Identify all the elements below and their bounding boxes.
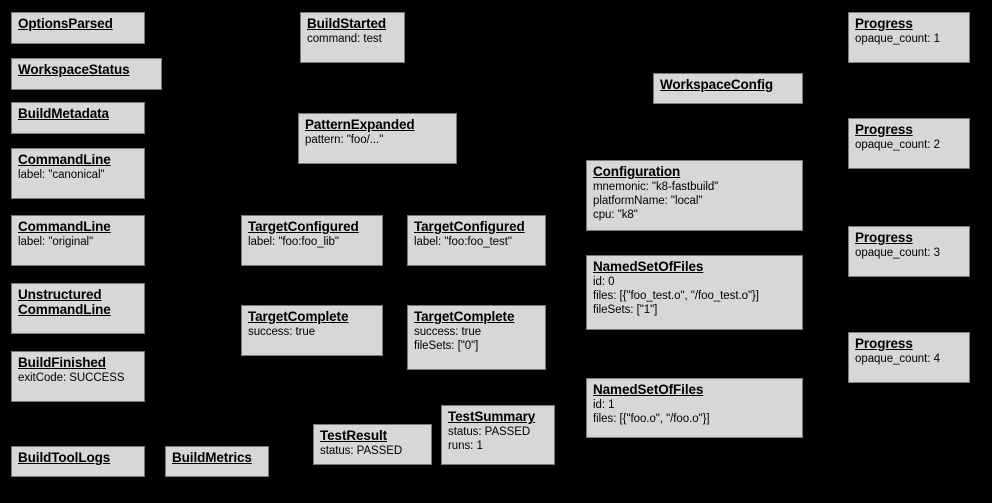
node-title: PatternExpanded	[305, 117, 415, 132]
node-target-complete-test[interactable]: TargetComplete success: true fileSets: ["…	[407, 305, 546, 370]
node-target-complete-lib[interactable]: TargetComplete success: true	[241, 305, 383, 356]
node-title: BuildStarted	[307, 16, 387, 31]
node-fields: id: 1 files: [{"foo.o", "/foo.o"}]	[593, 399, 710, 425]
node-title: Configuration	[593, 164, 681, 179]
node-fields: exitCode: SUCCESS	[18, 372, 125, 384]
node-build-metadata[interactable]: BuildMetadata	[11, 102, 145, 134]
node-fields: opaque_count: 1	[855, 33, 940, 45]
node-title: Unstructured CommandLine	[18, 287, 111, 317]
node-fields: label: "foo:foo_lib"	[248, 236, 339, 248]
node-unstructured-command-line[interactable]: Unstructured CommandLine	[11, 283, 145, 334]
node-title: TargetConfigured	[414, 219, 525, 234]
node-test-result[interactable]: TestResult status: PASSED	[313, 424, 432, 465]
node-title: BuildMetrics	[172, 450, 252, 465]
node-build-metrics[interactable]: BuildMetrics	[165, 446, 269, 477]
node-title: CommandLine	[18, 219, 111, 234]
node-target-configured-foo-lib[interactable]: TargetConfigured label: "foo:foo_lib"	[241, 215, 383, 266]
node-title: BuildToolLogs	[18, 450, 111, 465]
node-title: TargetConfigured	[248, 219, 359, 234]
node-fields: label: "canonical"	[18, 169, 105, 181]
node-title: WorkspaceStatus	[18, 62, 130, 77]
node-fields: status: PASSED runs: 1	[448, 426, 531, 452]
node-command-line-original[interactable]: CommandLine label: "original"	[11, 215, 145, 266]
node-title: NamedSetOfFiles	[593, 382, 704, 397]
node-fields: opaque_count: 2	[855, 139, 940, 151]
node-title: TestSummary	[448, 409, 536, 424]
node-fields: mnemonic: "k8-fastbuild" platformName: "…	[593, 181, 719, 221]
node-fields: label: "original"	[18, 236, 94, 248]
node-title: TestResult	[320, 428, 388, 443]
node-fields: opaque_count: 4	[855, 353, 940, 365]
node-fields: command: test	[307, 33, 382, 45]
node-workspace-status[interactable]: WorkspaceStatus	[11, 58, 162, 90]
node-fields: label: "foo:foo_test"	[414, 236, 512, 248]
node-build-finished[interactable]: BuildFinished exitCode: SUCCESS	[11, 351, 145, 402]
node-title: Progress	[855, 16, 913, 31]
node-fields: pattern: "foo/..."	[305, 134, 384, 146]
node-progress-1[interactable]: Progress opaque_count: 1	[848, 12, 970, 63]
node-fields: success: true	[248, 326, 316, 338]
node-title: NamedSetOfFiles	[593, 259, 704, 274]
node-title: TargetComplete	[248, 309, 349, 324]
node-title: BuildMetadata	[18, 106, 109, 121]
node-title: Progress	[855, 230, 913, 245]
node-title: OptionsParsed	[18, 16, 113, 31]
node-build-tool-logs[interactable]: BuildToolLogs	[11, 446, 145, 477]
node-title: CommandLine	[18, 152, 111, 167]
node-title: TargetComplete	[414, 309, 515, 324]
node-command-line-canonical[interactable]: CommandLine label: "canonical"	[11, 148, 145, 199]
node-pattern-expanded[interactable]: PatternExpanded pattern: "foo/..."	[298, 113, 457, 164]
node-fields: id: 0 files: [{"foo_test.o", "/foo_test.…	[593, 276, 759, 316]
node-test-summary[interactable]: TestSummary status: PASSED runs: 1	[441, 405, 555, 465]
node-workspace-config[interactable]: WorkspaceConfig	[653, 73, 803, 104]
node-build-started[interactable]: BuildStarted command: test	[300, 12, 405, 63]
node-title: Progress	[855, 122, 913, 137]
node-progress-2[interactable]: Progress opaque_count: 2	[848, 118, 970, 169]
node-fields: success: true fileSets: ["0"]	[414, 326, 482, 352]
node-named-set-of-files-0[interactable]: NamedSetOfFiles id: 0 files: [{"foo_test.…	[586, 255, 803, 330]
node-fields: opaque_count: 3	[855, 247, 940, 259]
node-title: WorkspaceConfig	[660, 77, 774, 92]
node-target-configured-foo-test[interactable]: TargetConfigured label: "foo:foo_test"	[407, 215, 546, 266]
node-progress-3[interactable]: Progress opaque_count: 3	[848, 226, 970, 277]
node-fields: status: PASSED	[320, 445, 403, 457]
node-options-parsed[interactable]: OptionsParsed	[11, 12, 145, 44]
node-progress-4[interactable]: Progress opaque_count: 4	[848, 332, 970, 383]
node-title: Progress	[855, 336, 913, 351]
node-named-set-of-files-1[interactable]: NamedSetOfFiles id: 1 files: [{"foo.o", "…	[586, 378, 803, 438]
node-title: BuildFinished	[18, 355, 106, 370]
node-configuration[interactable]: Configuration mnemonic: "k8-fastbuild" pl…	[586, 160, 803, 231]
